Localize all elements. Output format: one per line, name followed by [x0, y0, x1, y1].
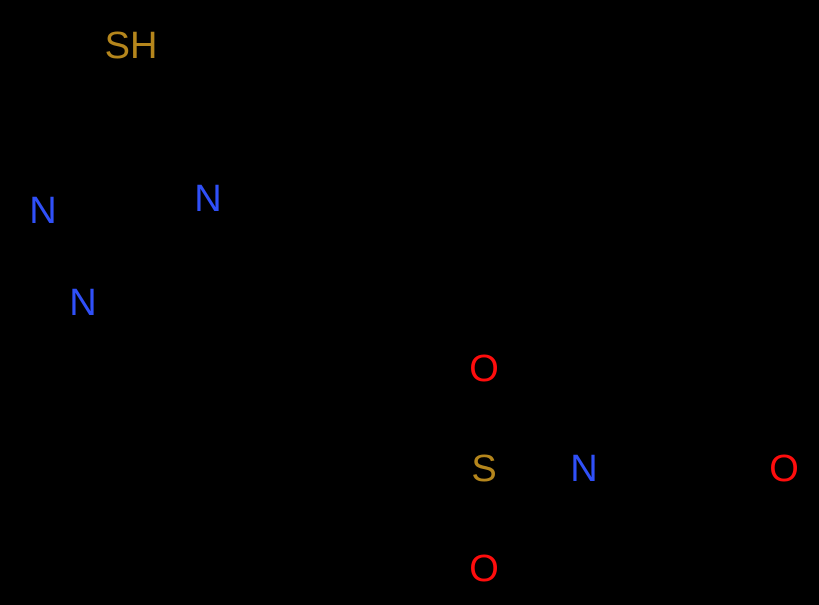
atom-triazole-n1: N — [29, 190, 57, 232]
atom-morpholine-o: O — [769, 448, 799, 490]
atom-thiol-sh: SH — [104, 25, 158, 67]
atom-sulfonyl-o-bottom: O — [469, 548, 499, 590]
atom-morpholine-n: N — [570, 448, 598, 490]
atom-triazole-n4: N — [194, 178, 222, 220]
atom-sulfonyl-s: S — [471, 448, 497, 490]
atom-triazole-n2: N — [69, 282, 97, 324]
atom-sulfonyl-o-top: O — [469, 348, 499, 390]
